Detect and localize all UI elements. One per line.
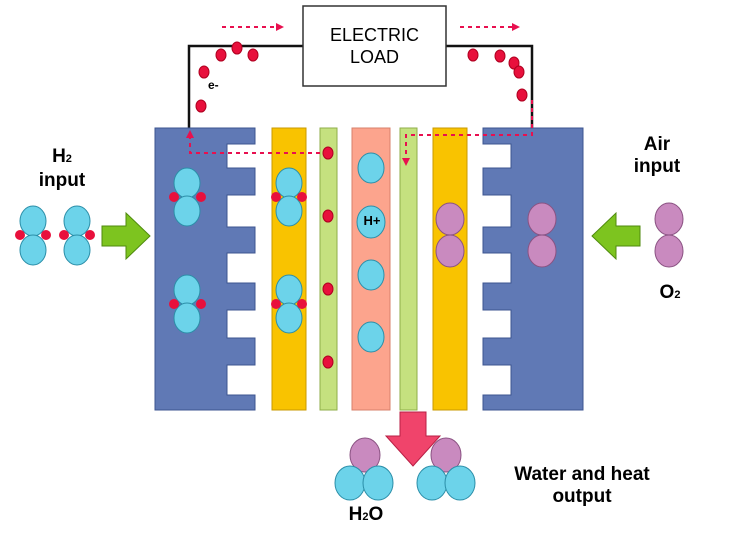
hydrogen-molecule (169, 167, 206, 227)
anode-catalyst-layer (319, 127, 338, 411)
wire-electrons (195, 41, 528, 113)
water-output-arrow (384, 411, 442, 467)
proton (357, 321, 385, 353)
cathode-bipolar-plate (482, 127, 584, 411)
hydrogen-input-molecule (59, 205, 95, 266)
cathode-gas-diffusion-layer (432, 127, 468, 411)
hydrogen-input-label: H2 input (24, 146, 100, 192)
proton (357, 259, 385, 291)
water-sub: 2 (362, 511, 369, 523)
air-input-label: Air input (622, 134, 692, 178)
oxygen-label: O2 (650, 282, 690, 306)
electron (322, 209, 334, 223)
electron-path-right (402, 100, 533, 166)
cathode-catalyst-layer (399, 127, 418, 411)
water-label: H2O (338, 504, 394, 528)
hydrogen-molecule (271, 167, 307, 227)
proton (357, 152, 385, 184)
water-molecule (416, 437, 476, 501)
h2-sub: 2 (65, 153, 72, 165)
water-o: O (368, 504, 384, 525)
oxygen-molecule (527, 202, 557, 268)
output-line2: output (552, 486, 612, 507)
electron (215, 48, 227, 62)
electron (508, 56, 520, 70)
proton (356, 205, 386, 239)
air-input-line1: Air (643, 134, 671, 155)
electron-path-left (186, 130, 328, 154)
output-line1: Water and heat (514, 464, 650, 485)
water-molecule (334, 437, 394, 501)
hydrogen-molecule (169, 274, 206, 334)
oxygen-molecule (435, 202, 465, 268)
oxygen-input-molecule (654, 202, 684, 268)
hydrogen-molecule (271, 274, 307, 334)
electron (322, 355, 334, 369)
h2-main: H (52, 146, 66, 167)
catalyst-electrons (322, 146, 334, 369)
electron (467, 48, 479, 62)
load-line2: LOAD (349, 47, 400, 67)
electron (247, 48, 259, 62)
electron (513, 65, 525, 79)
electron (494, 49, 506, 63)
anode-bipolar-plate (154, 127, 256, 411)
water-h: H (348, 504, 363, 525)
load-line1: ELECTRIC (329, 25, 419, 45)
electric-load-box (302, 5, 447, 87)
electron (322, 282, 334, 296)
proton-group (356, 152, 386, 353)
electric-load-label: ELECTRIC LOAD (303, 24, 446, 68)
electron (198, 65, 210, 79)
air-input-arrow (591, 211, 641, 261)
proton-label: H+ (363, 213, 381, 228)
o2-main: O (659, 282, 675, 303)
air-input-line2: input (633, 156, 681, 177)
hydrogen-input-molecule (15, 205, 51, 266)
electron-label: e- (208, 78, 219, 92)
hydrogen-input-line2: input (38, 170, 86, 191)
electron (231, 41, 243, 55)
electron (322, 146, 334, 160)
electron (195, 99, 207, 113)
hydrogen-input-arrow (101, 211, 151, 261)
water-heat-output-label: Water and heat output (494, 464, 670, 508)
o2-sub: 2 (674, 289, 681, 301)
electron (516, 88, 528, 102)
